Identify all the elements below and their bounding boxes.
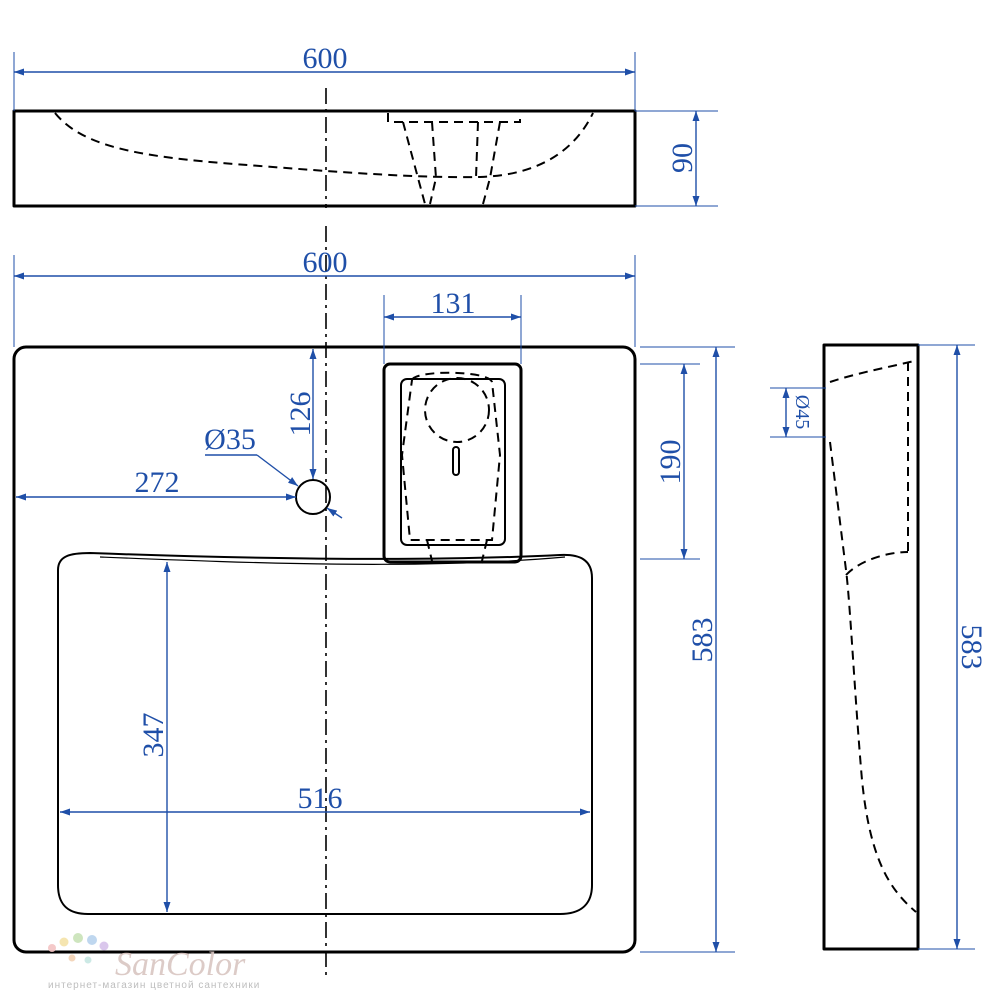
side-faucet-hidden-top (829, 359, 919, 383)
faucet-depth-label: 190 (654, 440, 687, 485)
top-height-label: 90 (666, 143, 699, 173)
bowl-width-label: 516 (298, 782, 343, 815)
hole-top-offset-label: 126 (284, 392, 317, 437)
plan-view: 600 131 126 Ø35 272 190 583 347 516 (12, 226, 735, 980)
front-elevation-outline (12, 109, 637, 208)
bowl-outline (57, 551, 593, 915)
faucet-block (382, 362, 523, 564)
top-width-label: 600 (303, 42, 348, 75)
side-hole-diameter-label: Ø45 (791, 395, 813, 429)
hole-diameter-label: Ø35 (204, 423, 256, 456)
faucet-inner-frame (400, 378, 506, 546)
plan-outline (12, 345, 637, 954)
front-elevation-view: 600 90 (12, 42, 718, 208)
logo-dot-icon (48, 944, 56, 952)
overflow-slot (452, 446, 460, 476)
side-faucet-hidden-base (845, 551, 909, 576)
bowl-rim-line (99, 556, 566, 565)
tap-hole (295, 479, 331, 515)
side-view: Ø45 583 (770, 343, 988, 951)
faucet-width-label: 131 (431, 287, 476, 320)
front-faucet-hidden-body (402, 121, 501, 205)
hole-left-offset-label: 272 (135, 466, 180, 499)
watermark-brand: SanColor (115, 946, 246, 983)
bowl-depth-label: 347 (137, 713, 170, 758)
plan-width-label: 600 (303, 246, 348, 279)
overall-depth-label: 583 (686, 618, 719, 663)
side-bowl-hidden-line (829, 441, 917, 913)
front-bowl-hidden-line (54, 112, 594, 179)
side-view-outline (822, 343, 920, 951)
faucet-hidden-body (400, 371, 502, 541)
sancolor-watermark: SanColor интернет-магазин цветной сантех… (48, 933, 260, 991)
front-faucet-hidden-top (387, 113, 521, 123)
faucet-hidden-cartridge (424, 377, 490, 443)
watermark-tagline: интернет-магазин цветной сантехники (48, 980, 260, 991)
side-depth-label: 583 (955, 625, 988, 670)
